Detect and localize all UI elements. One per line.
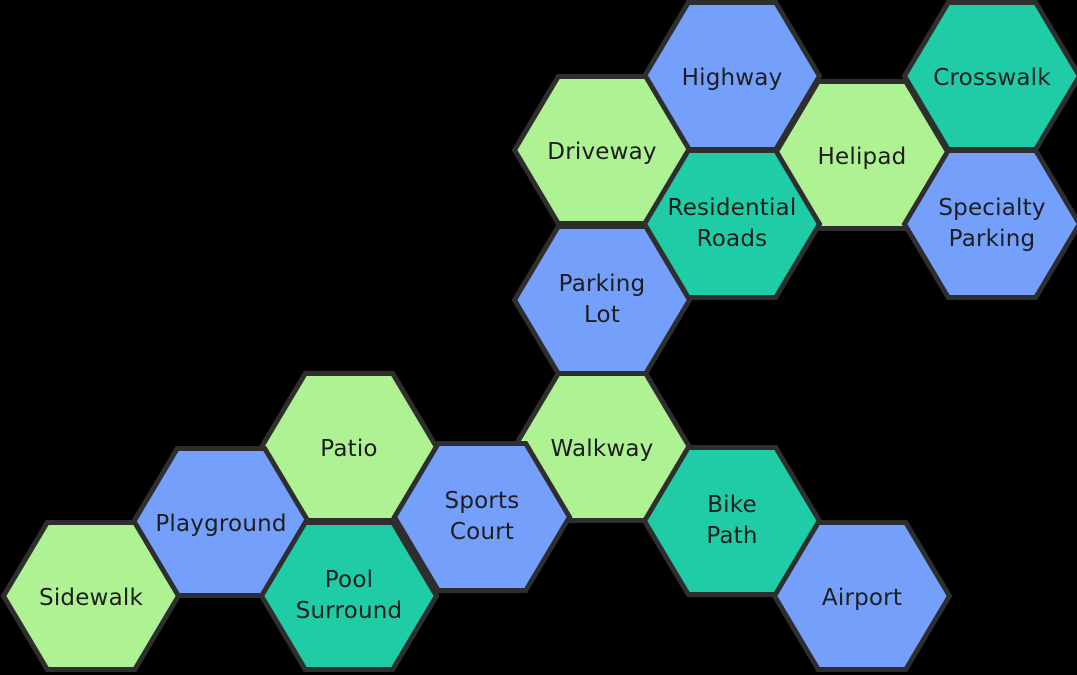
- hex-label-line1-parking-lot: Parking: [559, 271, 646, 297]
- hex-node-sidewalk[interactable]: Sidewalk: [0, 520, 182, 672]
- hex-label-line1-sidewalk: Sidewalk: [39, 585, 143, 611]
- hex-label-line2-sports-court: Court: [450, 519, 514, 545]
- hex-label-line2-pool-surround: Surround: [296, 598, 403, 624]
- hex-label-playground: Playground: [155, 511, 286, 537]
- hex-label-line1-driveway: Driveway: [547, 139, 656, 165]
- hex-label-line1-walkway: Walkway: [551, 436, 654, 462]
- hex-label-line2-bike-path: Path: [706, 523, 757, 549]
- hex-node-airport[interactable]: Airport: [771, 520, 953, 672]
- hex-label-line1-sports-court: Sports: [445, 488, 520, 514]
- hex-label-line1-bike-path: Bike: [707, 492, 757, 518]
- hex-label-driveway: Driveway: [547, 139, 656, 165]
- hex-shape-specialty-parking[interactable]: [901, 148, 1077, 300]
- hex-shape-pool-surround[interactable]: [258, 520, 440, 672]
- hex-node-playground[interactable]: Playground: [130, 446, 312, 598]
- hex-label-line2-residential-roads: Roads: [697, 226, 768, 252]
- hex-label-patio: Patio: [320, 436, 377, 462]
- hex-label-line2-specialty-parking: Parking: [949, 226, 1036, 252]
- hex-label-line1-crosswalk: Crosswalk: [933, 65, 1051, 91]
- hex-label-crosswalk: Crosswalk: [933, 65, 1051, 91]
- hex-shape-sports-court[interactable]: [391, 441, 573, 593]
- hex-label-walkway: Walkway: [551, 436, 654, 462]
- hex-shape-airport[interactable]: [771, 520, 953, 672]
- hex-label-line1-airport: Airport: [822, 585, 902, 611]
- hex-node-driveway[interactable]: Driveway: [511, 74, 693, 226]
- hex-label-line1-specialty-parking: Specialty: [938, 195, 1045, 221]
- hex-label-sidewalk: Sidewalk: [39, 585, 143, 611]
- hex-label-line1-highway: Highway: [682, 65, 783, 91]
- hex-node-highway[interactable]: Highway: [641, 0, 823, 152]
- hex-label-airport: Airport: [822, 585, 902, 611]
- hex-label-line1-helipad: Helipad: [818, 144, 907, 170]
- hex-label-line1-pool-surround: Pool: [325, 567, 373, 593]
- hex-label-line1-residential-roads: Residential: [668, 195, 797, 221]
- hex-label-line2-parking-lot: Lot: [584, 302, 620, 328]
- hex-label-highway: Highway: [682, 65, 783, 91]
- hex-label-line1-patio: Patio: [320, 436, 377, 462]
- hex-label-helipad: Helipad: [818, 144, 907, 170]
- hex-shape-sidewalk[interactable]: [0, 520, 182, 672]
- hex-label-line1-playground: Playground: [155, 511, 286, 537]
